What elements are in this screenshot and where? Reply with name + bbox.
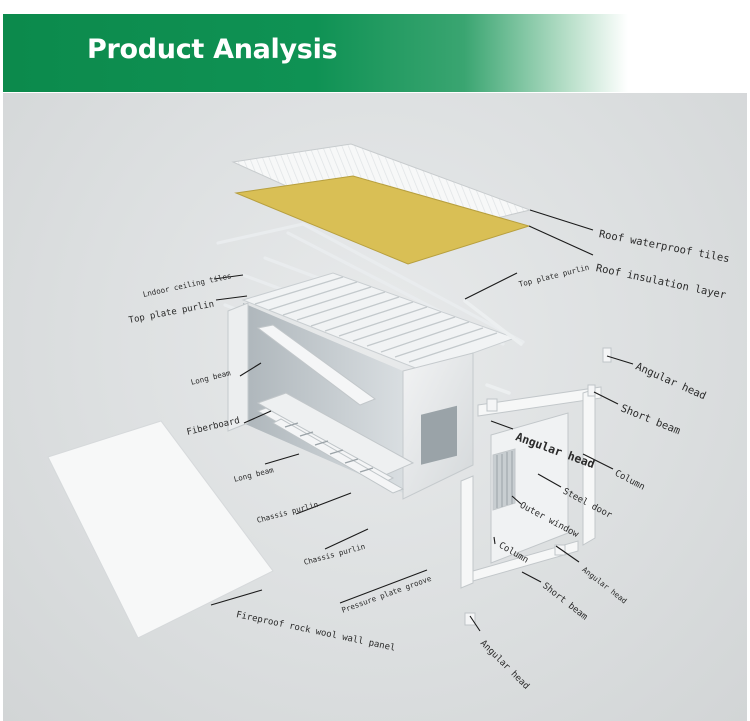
container-end-wall — [227, 302, 249, 432]
header-banner: Product Analysis — [3, 14, 747, 92]
angular-heads — [464, 347, 612, 626]
leader-lines — [210, 209, 634, 632]
exploded-container-drawing — [47, 143, 634, 639]
exploded-diagram: Roof waterproof tiles Roof insulation la… — [3, 93, 747, 721]
loose-purlins — [463, 299, 523, 395]
ceiling-battens — [254, 276, 498, 363]
page-title: Product Analysis — [87, 34, 338, 65]
side-window-opening — [421, 405, 457, 465]
door-frame-assembly — [460, 386, 602, 589]
chassis-purlins — [256, 407, 405, 494]
window-grille — [496, 451, 513, 508]
floor-joists — [284, 422, 374, 473]
long-beam-top — [256, 324, 377, 406]
fireproof-rock-wool-panel — [47, 420, 274, 639]
roof-insulation-layer — [234, 175, 531, 265]
